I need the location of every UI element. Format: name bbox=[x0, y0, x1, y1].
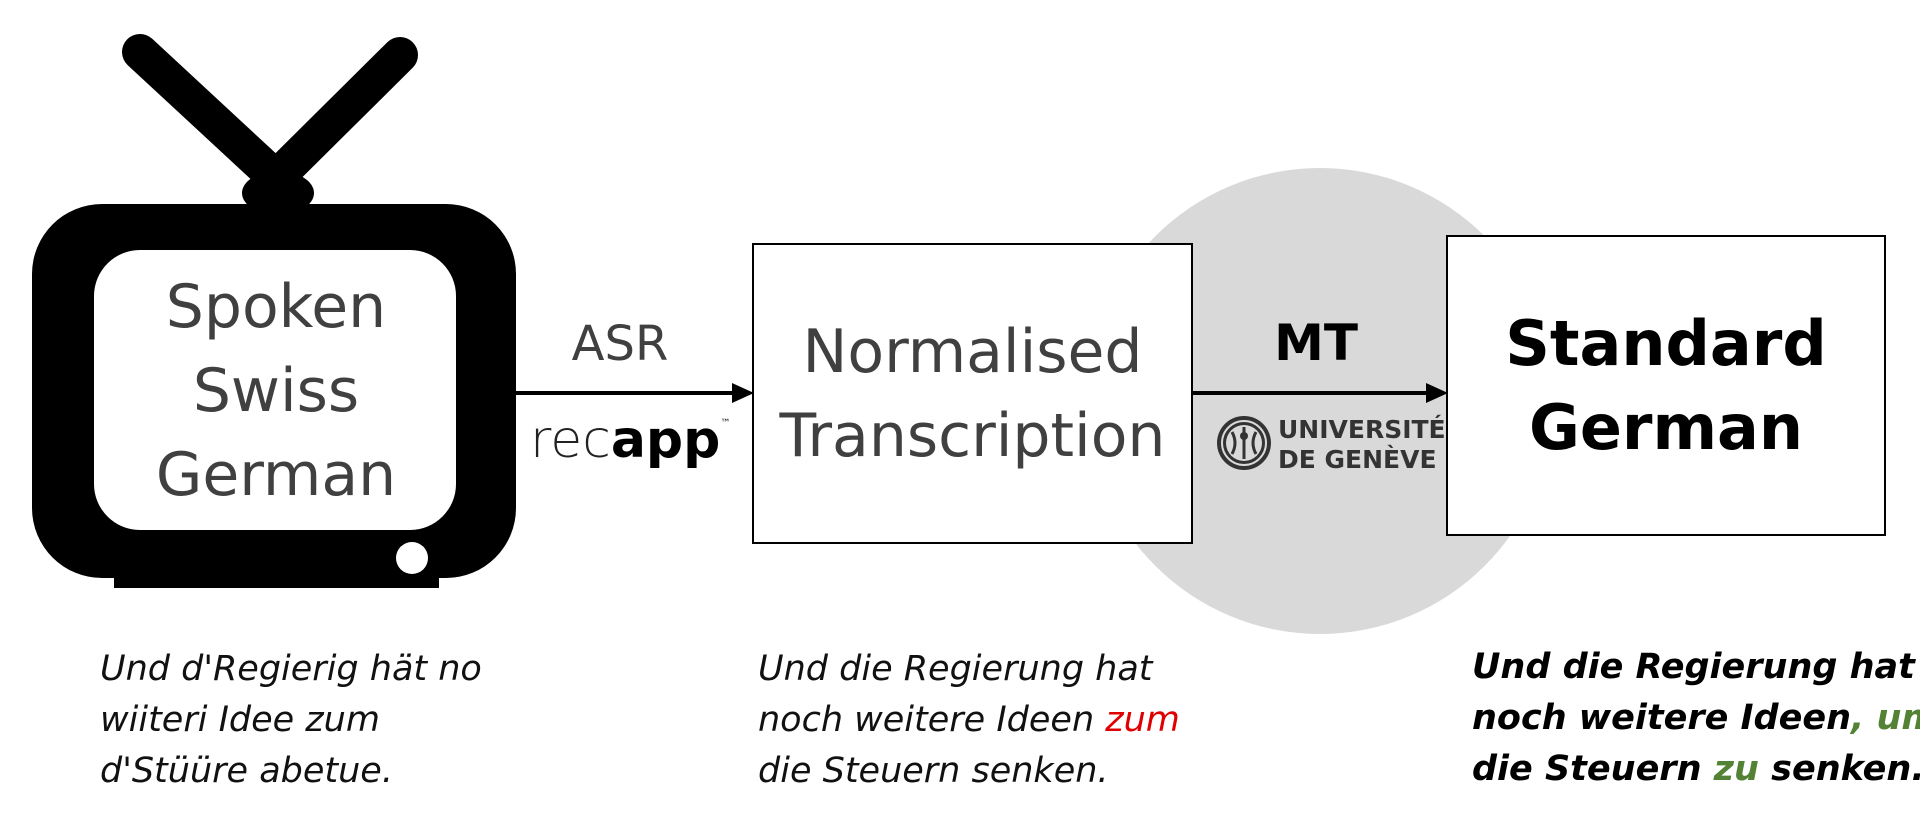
caption-line: wiiteri Idee zum bbox=[100, 700, 380, 740]
error-highlight: zum bbox=[1105, 700, 1180, 740]
caption-text: noch weitere Ideen bbox=[1472, 698, 1852, 738]
mt-label: MT bbox=[1274, 314, 1358, 372]
normalised-line: Transcription bbox=[779, 400, 1166, 471]
source-line: German bbox=[155, 440, 397, 510]
unige-seal-icon bbox=[1217, 416, 1271, 470]
recapp-logo-bold: app bbox=[610, 410, 721, 470]
normalised-transcription-box: Normalised Transcription bbox=[752, 243, 1193, 544]
mt-arrow bbox=[1192, 383, 1448, 403]
tv-antenna-right bbox=[258, 37, 418, 196]
recapp-logo-light: rec bbox=[530, 410, 611, 470]
mt-background-circle bbox=[1087, 168, 1553, 634]
caption-line: noch weitere Ideen, um bbox=[1472, 693, 1920, 744]
caption-line: die Steuern zu senken. bbox=[1472, 744, 1920, 795]
caption-text: die Steuern bbox=[1472, 749, 1714, 789]
standard-german-box: Standard German bbox=[1446, 235, 1886, 536]
tv-icon bbox=[32, 34, 516, 588]
unige-logo-line: DE GENÈVE bbox=[1278, 445, 1437, 474]
caption-line: die Steuern senken. bbox=[758, 751, 1109, 791]
unige-logo-line: UNIVERSITÉ bbox=[1278, 415, 1446, 444]
tv-screen bbox=[94, 250, 456, 530]
tv-knob bbox=[396, 542, 428, 574]
source-line: Spoken bbox=[165, 272, 387, 342]
correction-highlight: , um bbox=[1851, 698, 1920, 738]
caption-text: senken. bbox=[1758, 749, 1920, 789]
caption-line: Und d'Regierig hät no bbox=[100, 649, 482, 689]
caption-text: noch weitere Ideen bbox=[758, 700, 1106, 740]
caption-line: Und die Regierung hat bbox=[1472, 647, 1915, 687]
tv-antenna-left bbox=[122, 34, 294, 196]
swiss-german-caption: Und d'Regierig hät no wiiteri Idee zum d… bbox=[100, 644, 482, 797]
correction-highlight: zu bbox=[1713, 749, 1759, 789]
asr-arrow bbox=[516, 383, 754, 403]
caption-line: d'Stüüre abetue. bbox=[100, 751, 393, 791]
source-line: Swiss bbox=[192, 356, 360, 426]
unige-logo-text: UNIVERSITÉ DE GENÈVE bbox=[1278, 415, 1446, 475]
normalised-line: Normalised bbox=[802, 316, 1143, 387]
asr-label: ASR bbox=[571, 316, 669, 372]
standard-caption: Und die Regierung hat noch weitere Ideen… bbox=[1472, 642, 1920, 795]
recapp-logo-tm: ™ bbox=[720, 418, 731, 429]
tv-stand bbox=[114, 560, 439, 588]
source-label: Spoken Swiss German bbox=[95, 265, 457, 535]
recapp-logo: recapp™ bbox=[530, 410, 730, 470]
normalised-caption: Und die Regierung hat noch weitere Ideen… bbox=[758, 644, 1180, 797]
caption-line: noch weitere Ideen zum bbox=[758, 695, 1180, 746]
standard-line: German bbox=[1528, 390, 1804, 464]
caption-line: Und die Regierung hat bbox=[758, 649, 1153, 689]
standard-line: Standard bbox=[1505, 306, 1827, 380]
